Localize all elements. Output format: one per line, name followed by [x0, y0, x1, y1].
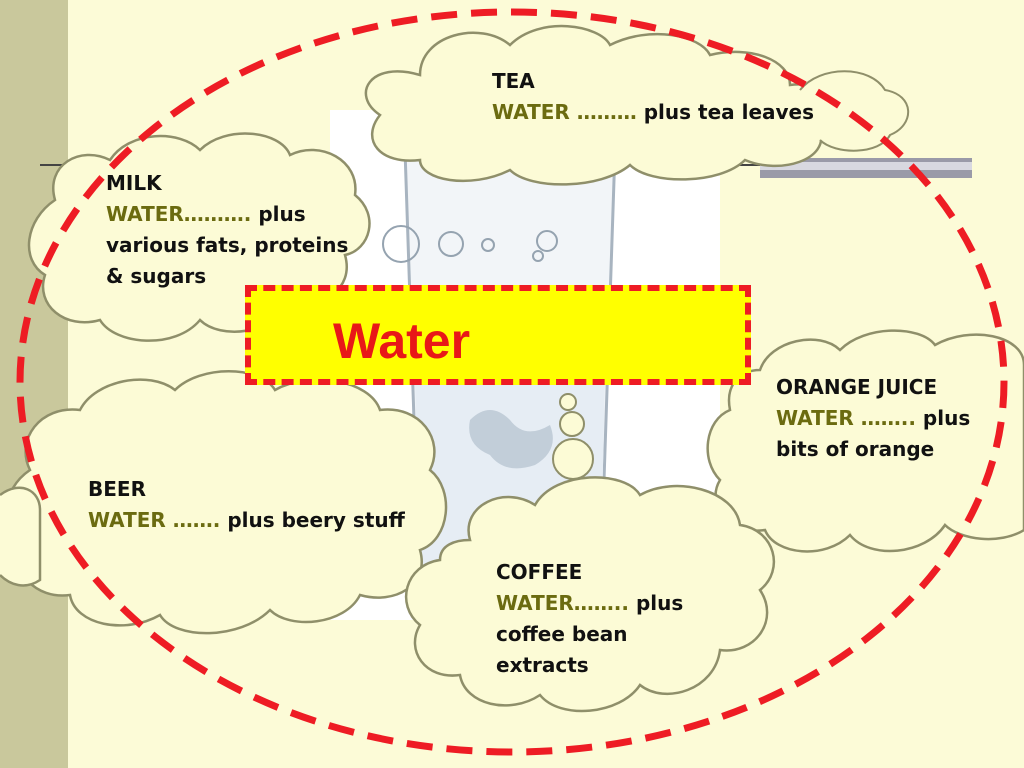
bubble-orange-water-text: WATER ……..	[776, 406, 916, 430]
sidebar-strip	[0, 0, 68, 768]
header-rule-bar-light	[760, 162, 972, 170]
bubble-coffee-rest2: coffee bean	[496, 622, 628, 646]
bubble-milk-water: WATER……….	[80, 192, 252, 232]
cloud-coffee	[404, 476, 776, 713]
bubble-orange-water: WATER ……..	[768, 397, 916, 436]
bubble-tea: TEA WATER ……… plus tea leaves	[468, 66, 815, 130]
title-box: Water	[245, 285, 751, 385]
bubble-milk: MILK WATER………. plus various fats, protei…	[80, 168, 349, 292]
bubble-orange-juice: ORANGE JUICE WATER …….. plus bits of ora…	[768, 372, 971, 465]
bubble-orange-rest2: bits of orange	[776, 437, 935, 461]
bubble-milk-rest3: & sugars	[106, 264, 207, 288]
bubble-tea-water-text: WATER ………	[492, 100, 637, 124]
bubble-beer: BEER WATER ……. plus beery stuff	[75, 474, 405, 542]
bubble-coffee-water-text: WATER……..	[496, 591, 629, 615]
bubble-beer-water: WATER …….	[75, 501, 221, 542]
bubble-coffee-water: WATER……..	[493, 580, 629, 621]
bubble-beer-water-text: WATER …….	[88, 508, 221, 532]
bubble-milk-rest1: plus	[258, 202, 306, 226]
bubble-coffee-rest3: extracts	[496, 653, 589, 677]
bubble-milk-rest2: various fats, proteins	[106, 233, 349, 257]
bubble-coffee-rest1: plus	[635, 591, 684, 615]
bubble-tea-water: WATER ………	[468, 93, 637, 130]
dashed-ellipse	[16, 8, 1008, 756]
bubble-coffee-name: COFFEE	[496, 560, 583, 584]
title-text: Water	[333, 313, 471, 369]
bubble-milk-water-text: WATER……….	[106, 202, 252, 226]
bubble-coffee: COFFEE WATER…….. plus coffee bean extrac…	[493, 557, 684, 681]
bubble-beer-name: BEER	[88, 477, 146, 501]
cloud-beer	[0, 370, 448, 635]
bubble-orange-name: ORANGE JUICE	[776, 375, 938, 399]
bubble-milk-name: MILK	[106, 171, 162, 195]
bubble-tea-name: TEA	[492, 69, 535, 93]
bubble-orange-rest1: plus	[922, 406, 971, 430]
cloud-orange	[706, 329, 1024, 553]
bubble-beer-rest: plus beery stuff	[227, 508, 405, 532]
cloud-tea-back	[799, 70, 910, 152]
bubble-tea-rest: plus tea leaves	[643, 100, 815, 124]
